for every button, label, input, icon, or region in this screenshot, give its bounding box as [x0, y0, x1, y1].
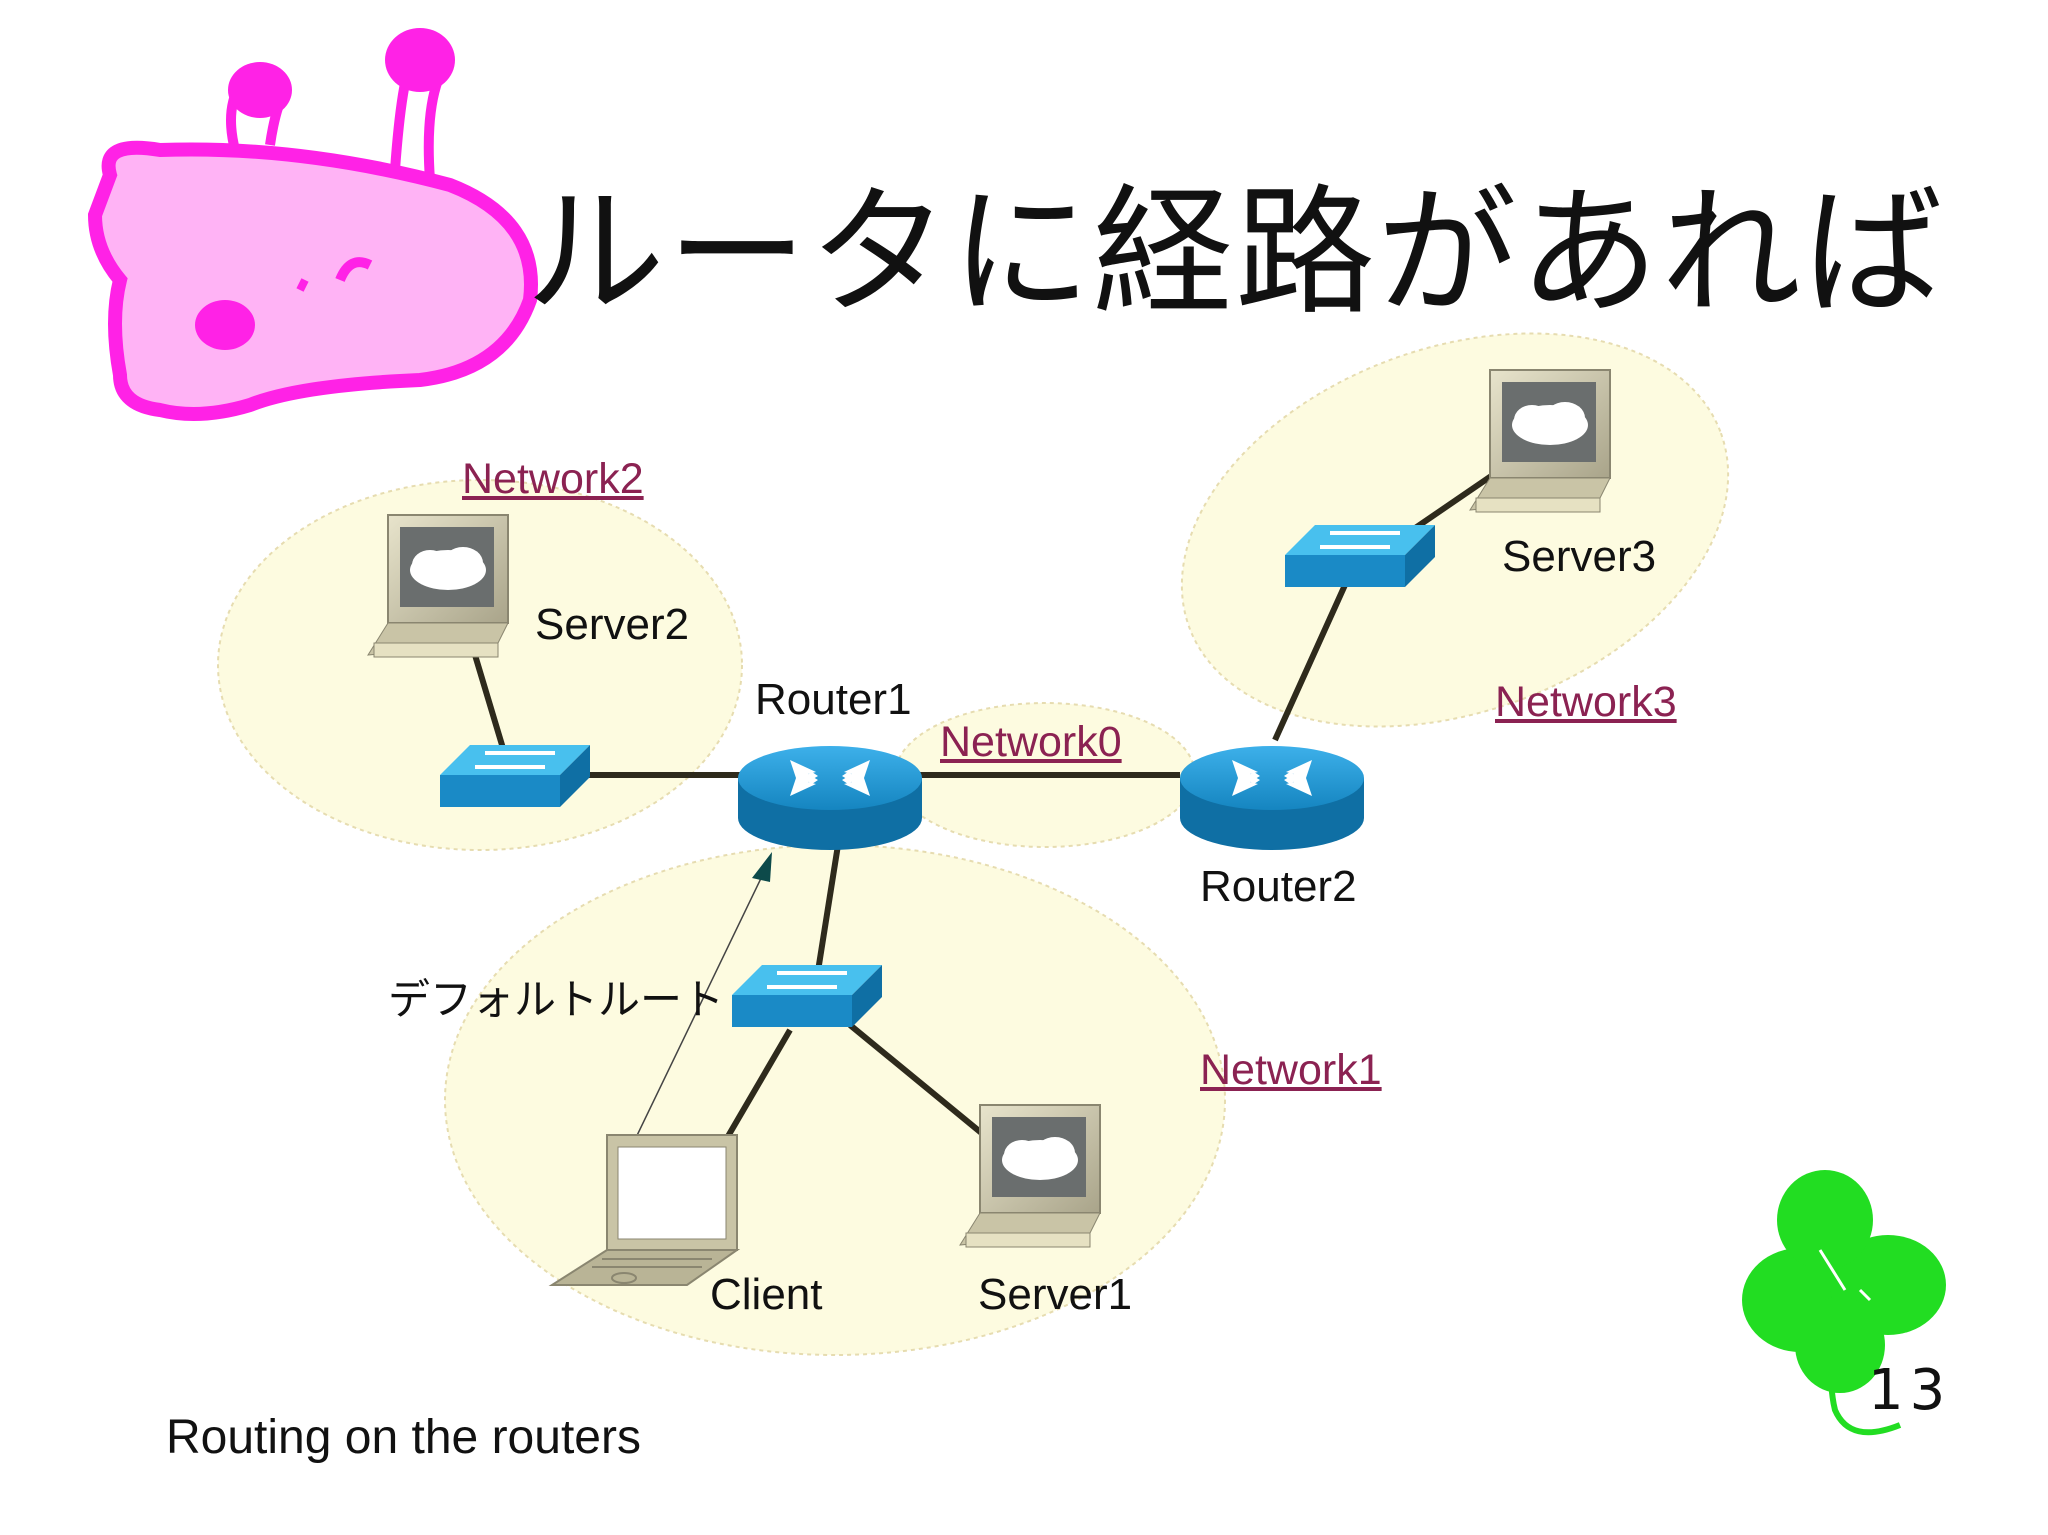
label-router1: Router1	[755, 675, 912, 724]
page-number: 13	[1868, 1358, 1952, 1423]
router2-icon	[1180, 746, 1364, 850]
slide-title: ルータに経路があれば	[525, 172, 1946, 335]
label-client: Client	[710, 1270, 823, 1319]
link-network0[interactable]: Network0	[940, 718, 1122, 766]
client-laptop-icon	[548, 1134, 741, 1286]
giraffe-doodle-icon	[87, 28, 538, 421]
label-server3: Server3	[1502, 532, 1657, 581]
link-switch1-client	[717, 1028, 793, 1152]
router1-icon	[738, 746, 922, 850]
links	[472, 467, 1502, 1152]
server1-icon	[959, 1104, 1101, 1248]
link-network3[interactable]: Network3	[1495, 678, 1677, 726]
default-route-label: デフォルトルート	[388, 975, 725, 1024]
switch2-icon	[440, 745, 590, 807]
label-server2: Server2	[535, 600, 690, 649]
link-router2-switch3	[1272, 583, 1348, 742]
slide-caption: Routing on the routers	[166, 1411, 641, 1464]
link-network2[interactable]: Network2	[462, 455, 644, 503]
switch3-icon	[1285, 525, 1435, 587]
link-switch1-server1	[848, 1022, 992, 1143]
switch1-icon	[732, 965, 882, 1027]
zone-network3	[1180, 332, 1730, 728]
default-route-arrow	[629, 852, 772, 1151]
server3-icon	[1469, 369, 1611, 513]
link-network1[interactable]: Network1	[1200, 1046, 1382, 1094]
link-switch3-server3	[1403, 467, 1502, 538]
label-server1: Server1	[978, 1270, 1133, 1319]
label-router2: Router2	[1200, 862, 1357, 911]
clover-doodle-icon	[1742, 1170, 1946, 1436]
link-server2-switch2	[472, 654, 508, 756]
server2-icon	[367, 514, 509, 658]
